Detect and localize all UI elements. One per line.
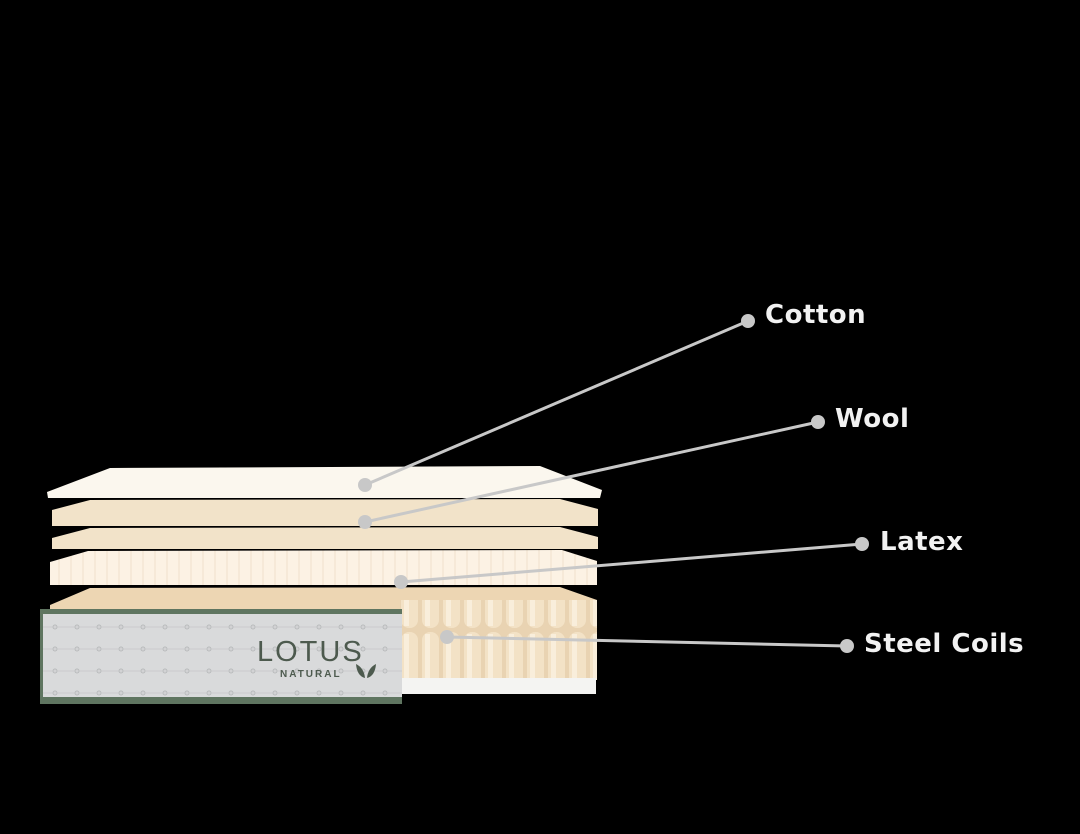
cover-trim-left <box>40 609 43 704</box>
latex-dot <box>855 537 869 551</box>
wool-layer-top <box>52 499 598 526</box>
cover-panel <box>40 609 402 704</box>
leaf-logo-icon <box>356 664 376 678</box>
label-cotton: Cotton <box>765 300 867 330</box>
label-steel-coils: Steel Coils <box>864 629 1025 659</box>
label-latex: Latex <box>880 527 964 557</box>
wool-dot <box>811 415 825 429</box>
label-wool: Wool <box>835 404 910 434</box>
latex-layer <box>50 550 597 585</box>
brand-sub: NATURAL <box>280 669 342 680</box>
cotton-layer <box>47 466 602 498</box>
cotton-dot <box>741 314 755 328</box>
callouts <box>358 314 869 653</box>
steel-coils-dot <box>840 639 854 653</box>
cover-trim-bottom <box>40 697 402 704</box>
base-layer <box>400 678 596 694</box>
wool-layer-bottom <box>52 527 598 549</box>
brand-name: LOTUS <box>257 636 364 668</box>
cover-trim-top <box>40 609 402 614</box>
